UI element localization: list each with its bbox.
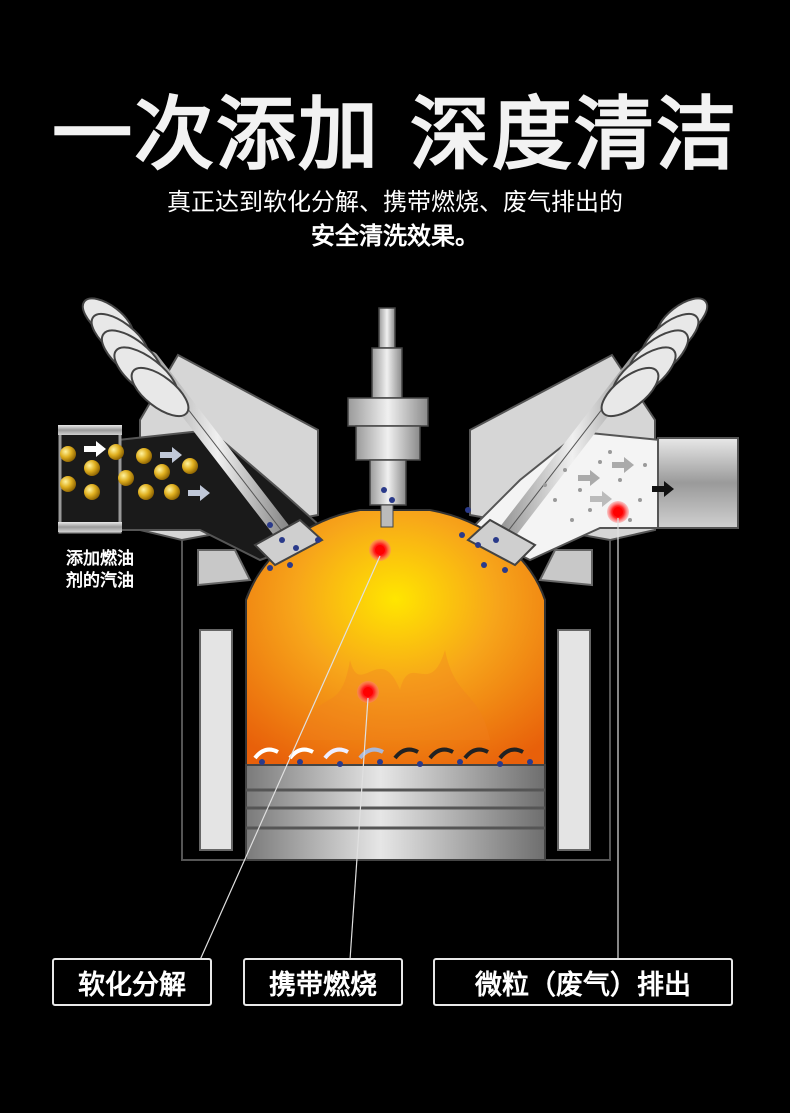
exhaust-valve-spring: [600, 297, 709, 418]
piston-swirl-arrows: [253, 747, 524, 760]
page-subtitle-bold: 安全清洗效果。: [311, 222, 479, 250]
piston: [245, 764, 546, 861]
intake-flow-arrows: [84, 441, 210, 501]
intake-valve-spring: [81, 297, 190, 418]
exhaust-pipe: [657, 437, 739, 529]
label-particle-exhaust: 微粒（废气）排出: [433, 958, 733, 1006]
deposit-particles: [259, 487, 533, 767]
intake-pipe: [58, 425, 122, 534]
exhaust-particles: [543, 450, 647, 522]
intake-fuel-label: 添加燃油剂的汽油: [66, 549, 134, 591]
label-softening-decomposition: 软化分解: [52, 958, 212, 1006]
page-subtitle: 真正达到软化分解、携带燃烧、废气排出的: [167, 188, 623, 216]
leader-lines: [199, 518, 619, 961]
red-markers: [357, 501, 629, 703]
exhaust-flow-arrows: [578, 457, 674, 507]
fuel-droplets: [60, 444, 198, 500]
label-carry-combustion: 携带燃烧: [243, 958, 403, 1006]
spark-plug: [347, 307, 429, 528]
page-title: 一次添加 深度清洁: [52, 88, 738, 181]
